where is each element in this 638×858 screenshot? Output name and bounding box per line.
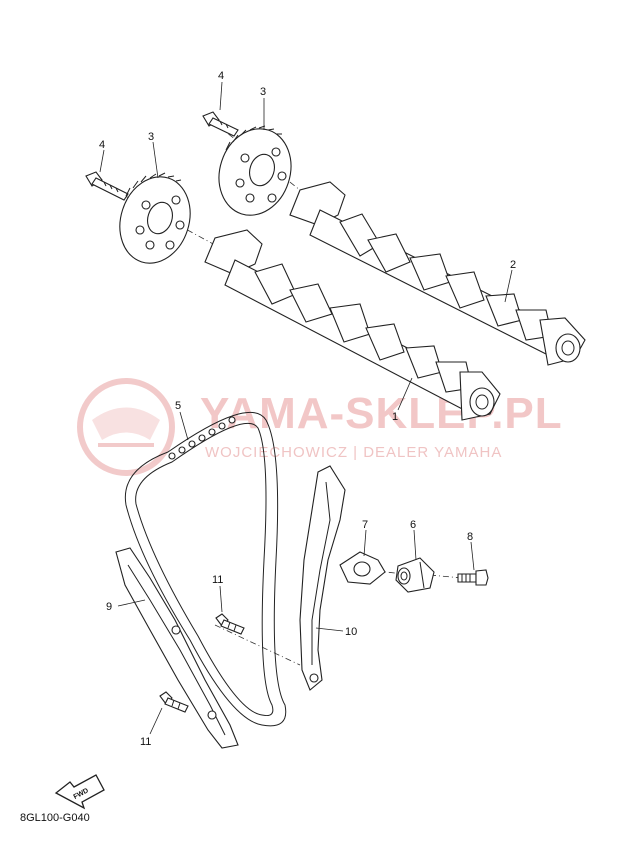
tensioner-guide-10: [299, 465, 346, 691]
callout-11-upper: 11: [212, 574, 223, 586]
timing-chain-5: [124, 411, 287, 727]
callout-7: 7: [362, 519, 368, 531]
leader-lines: [99, 81, 513, 735]
watermark: YAMA-SKLEP.PL WOJCIECHOWICZ | DEALER YAM…: [77, 378, 563, 476]
camshaft-1: [204, 229, 501, 421]
gasket-7: [339, 551, 386, 585]
watermark-title: YAMA-SKLEP.PL: [200, 389, 563, 438]
bolt-4-right: [202, 111, 239, 137]
sprocket-3-left: [119, 172, 191, 264]
diagram-code: 8GL100-G040: [20, 812, 90, 824]
callout-10: 10: [345, 626, 357, 638]
watermark-logo: [77, 378, 175, 476]
chain-guide-9: [115, 547, 239, 749]
sprocket-3-right: [218, 125, 292, 216]
bolt-11-upper: [215, 613, 245, 635]
callout-3-left: 3: [148, 131, 154, 143]
bolt-11-lower: [159, 691, 189, 713]
chain-links: [168, 416, 236, 460]
callout-6: 6: [410, 519, 416, 531]
callout-4-right: 4: [218, 70, 224, 82]
callout-5: 5: [175, 400, 181, 412]
callout-8: 8: [467, 531, 473, 543]
callout-1: 1: [392, 411, 398, 423]
camshaft-2: [289, 181, 586, 366]
callout-3-right: 3: [260, 86, 266, 98]
callout-2: 2: [510, 259, 516, 271]
fwd-arrow-badge: FWD: [54, 774, 105, 810]
bolt-4-left: [85, 171, 129, 201]
tensioner-6: [395, 557, 435, 593]
callout-11-lower: 11: [140, 736, 151, 748]
callouts: 1 2 3 3 4 4 5 6 7 8 9 10 11 11: [99, 70, 516, 748]
bolt-8: [457, 569, 489, 586]
callout-9: 9: [106, 601, 112, 613]
callout-4-left: 4: [99, 139, 105, 151]
watermark-subtitle: WOJCIECHOWICZ | DEALER YAMAHA: [205, 444, 502, 461]
